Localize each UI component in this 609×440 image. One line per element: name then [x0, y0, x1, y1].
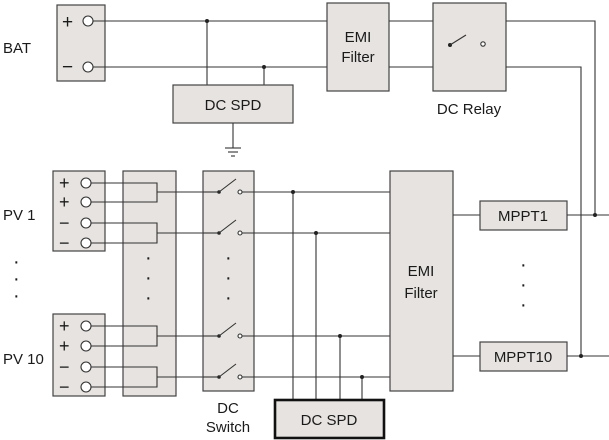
- dc-spd-bottom-box: [273, 398, 386, 440]
- combiner-block: [122, 170, 177, 397]
- terminal-circle-icon: [80, 340, 92, 352]
- pv1-plus-sign-2: +: [59, 192, 70, 212]
- mppt-ellipsis-dot: ·: [520, 274, 527, 296]
- bat-minus-sign: −: [62, 57, 73, 78]
- pv10-minus-sign-2: −: [59, 377, 70, 397]
- junction-dot: [205, 19, 209, 23]
- junction-dot: [579, 354, 583, 358]
- mppt-ellipsis-dot: ·: [520, 294, 527, 316]
- pv1-plus-sign-1: +: [59, 173, 70, 193]
- terminal-circle-icon: [80, 237, 92, 249]
- dc-spd-top-label: DC SPD: [205, 97, 262, 114]
- bat-plus-terminal-icon: [82, 15, 94, 27]
- switch-ellipsis-dot: ·: [225, 267, 232, 289]
- relay-positive-output: [506, 20, 596, 215]
- terminal-circle-icon: [80, 177, 92, 189]
- junction-dot: [291, 190, 295, 194]
- mppt-ellipsis-dot: ·: [520, 254, 527, 276]
- combiner-ellipsis-dot: ·: [145, 267, 152, 289]
- pv10-terminal-block: [52, 313, 106, 397]
- junction-dot: [360, 375, 364, 379]
- ground-symbol-icon: [225, 147, 241, 157]
- combiner-ellipsis-dot: ·: [145, 287, 152, 309]
- terminal-circle-icon: [80, 217, 92, 229]
- pv1-minus-sign-2: −: [59, 233, 70, 253]
- mppt1-label: MPPT1: [498, 208, 548, 225]
- emi-filter-main-label-line2: Filter: [404, 285, 437, 302]
- emi-filter-main-label-line1: EMI: [408, 263, 435, 280]
- bat-label: BAT: [3, 40, 31, 57]
- dc-spd-bottom-label: DC SPD: [301, 412, 358, 429]
- pv1-label: PV 1: [3, 207, 36, 224]
- combiner-ellipsis-dot: ·: [145, 247, 152, 269]
- dc-switch-icon: [217, 178, 243, 195]
- emi-filter-top-box: [326, 2, 390, 92]
- pv10-label: PV 10: [3, 351, 44, 368]
- relay-switch-icon: [448, 34, 486, 47]
- emi-filter-top-label-line2: Filter: [341, 49, 374, 66]
- dc-relay-box: [432, 2, 507, 92]
- bat-minus-terminal-icon: [82, 61, 94, 73]
- terminal-circle-icon: [80, 361, 92, 373]
- switch-ellipsis-dot: ·: [225, 247, 232, 269]
- pv1-terminal-block: [52, 170, 106, 252]
- pv10-plus-sign-2: +: [59, 336, 70, 356]
- junction-dot: [338, 334, 342, 338]
- switch-ellipsis-dot: ·: [225, 287, 232, 309]
- junction-dot: [262, 65, 266, 69]
- dc-switch-label-line1: DC: [217, 400, 239, 417]
- terminal-circle-icon: [80, 320, 92, 332]
- terminal-circle-icon: [80, 381, 92, 393]
- emi-filter-top-label-line1: EMI: [345, 29, 372, 46]
- dc-switch-label-line2: Switch: [206, 419, 250, 436]
- pv1-minus-sign-1: −: [59, 213, 70, 233]
- terminal-circle-icon: [80, 196, 92, 208]
- mppt10-box: [479, 341, 568, 372]
- dc-switch-icon: [217, 219, 243, 236]
- junction-dot: [314, 231, 318, 235]
- pv10-plus-sign-1: +: [59, 316, 70, 336]
- junction-dot: [593, 213, 597, 217]
- pv10-minus-sign-1: −: [59, 357, 70, 377]
- pv-ellipsis-dot: ·: [13, 285, 20, 307]
- bat-terminal-block: [56, 4, 106, 82]
- pv-ellipsis-dot: ·: [13, 251, 20, 273]
- emi-filter-main-box: [389, 170, 454, 392]
- mppt10-label: MPPT10: [494, 349, 552, 366]
- relay-negative-output: [506, 66, 582, 356]
- pv-ellipsis-dot: ·: [13, 268, 20, 290]
- dc-switch-block: [202, 170, 255, 392]
- dc-relay-label: DC Relay: [437, 101, 502, 118]
- bat-plus-sign: +: [62, 12, 73, 33]
